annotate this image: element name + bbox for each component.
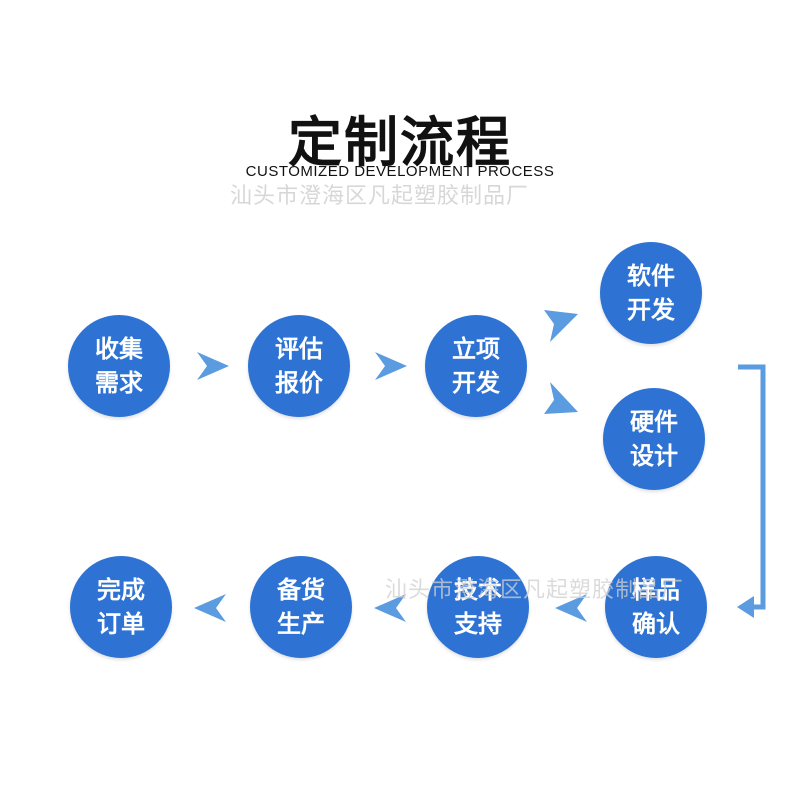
arrow-down-right-icon bbox=[544, 382, 578, 414]
step-collect-line1: 收集 bbox=[95, 335, 143, 363]
arrow-up-right-icon bbox=[544, 310, 578, 342]
step-complete-line1: 完成 bbox=[97, 576, 145, 604]
arrow-left-icon bbox=[555, 594, 587, 622]
step-complete-node: 完成 订单 bbox=[70, 556, 172, 658]
step-collect-line2: 需求 bbox=[95, 369, 143, 397]
arrow-left-icon bbox=[374, 594, 406, 622]
step-sample-node: 样品 确认 bbox=[605, 556, 707, 658]
step-support-line2: 支持 bbox=[454, 610, 502, 638]
step-hardware-node: 硬件 设计 bbox=[603, 388, 705, 490]
step-hardware-line2: 设计 bbox=[630, 442, 678, 470]
step-quote-node: 评估 报价 bbox=[248, 315, 350, 417]
step-hardware-line1: 硬件 bbox=[630, 408, 678, 436]
step-quote-line1: 评估 bbox=[275, 335, 323, 363]
arrow-right-icon bbox=[197, 352, 229, 380]
step-complete-line2: 订单 bbox=[97, 610, 145, 638]
step-production-line1: 备货 bbox=[277, 576, 325, 604]
step-quote-line2: 报价 bbox=[275, 369, 323, 397]
step-support-line1: 技术 bbox=[454, 576, 502, 604]
step-project-line1: 立项 bbox=[452, 335, 500, 363]
step-software-line1: 软件 bbox=[627, 262, 675, 290]
step-production-node: 备货 生产 bbox=[250, 556, 352, 658]
watermark-bottom: 汕头市澄海区凡起塑胶制品厂 bbox=[385, 578, 685, 603]
step-support-node: 技术 支持 bbox=[427, 556, 529, 658]
arrow-right-icon bbox=[375, 352, 407, 380]
step-collect-node: 收集 需求 bbox=[68, 315, 170, 417]
step-software-line2: 开发 bbox=[627, 296, 675, 324]
arrow-left-icon bbox=[194, 594, 226, 622]
step-production-line2: 生产 bbox=[277, 610, 325, 638]
step-software-node: 软件 开发 bbox=[600, 242, 702, 344]
step-sample-line2: 确认 bbox=[632, 610, 680, 638]
page-subtitle: CUSTOMIZED DEVELOPMENT PROCESS bbox=[245, 163, 555, 180]
watermark-top: 汕头市澄海区凡起塑胶制品厂 bbox=[230, 184, 530, 209]
step-project-line2: 开发 bbox=[452, 369, 500, 397]
step-project-node: 立项 开发 bbox=[425, 315, 527, 417]
page-title: 定制流程 bbox=[288, 111, 512, 174]
step-sample-line1: 样品 bbox=[632, 576, 680, 604]
